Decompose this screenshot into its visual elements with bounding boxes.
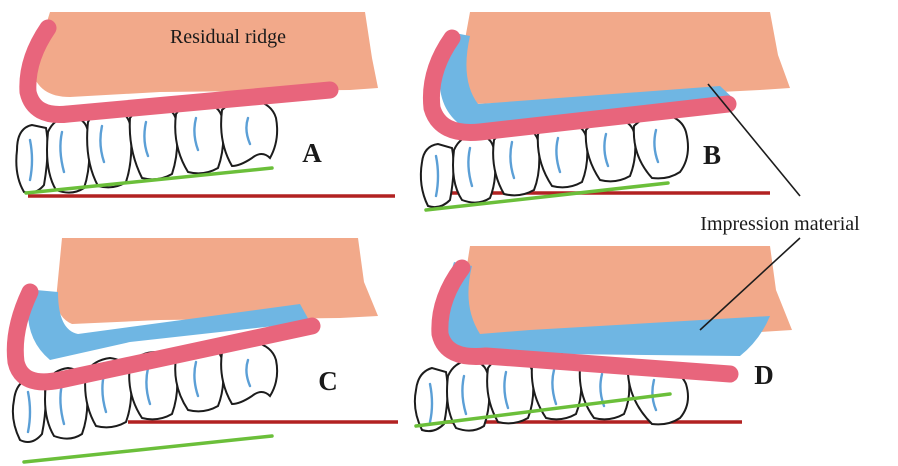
tooth <box>175 102 223 174</box>
tooth <box>453 134 495 203</box>
tooth <box>47 116 89 193</box>
tooth <box>221 100 277 166</box>
impression-material-label: Impression material <box>700 213 860 235</box>
guide-line <box>24 436 272 462</box>
material-leader-line <box>708 84 800 196</box>
residual-ridge-label: Residual ridge <box>170 26 286 48</box>
panel-b: B <box>421 12 800 210</box>
panel-c: C <box>13 238 398 462</box>
panel-label-d: D <box>754 360 774 390</box>
panel-label-a: A <box>302 138 322 168</box>
panel-label-c: C <box>318 366 338 396</box>
panel-label-b: B <box>703 140 721 170</box>
panel-d: D <box>415 238 800 431</box>
panel-a: Residual ridge A <box>16 12 395 196</box>
residual-ridge <box>458 12 790 104</box>
tooth <box>634 114 688 178</box>
residual-ridge <box>56 238 378 324</box>
